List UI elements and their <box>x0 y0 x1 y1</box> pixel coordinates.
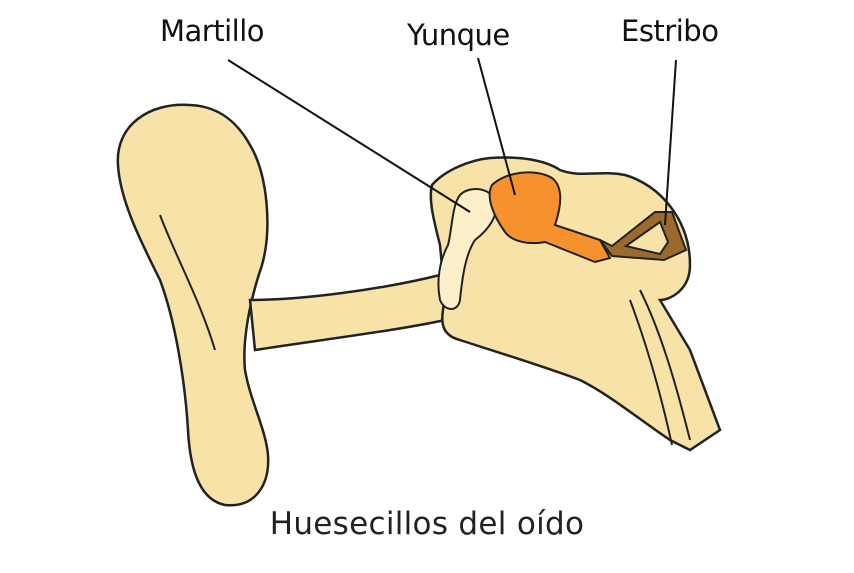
anvil-leader-line <box>477 57 516 196</box>
hammer-leader-line <box>227 59 471 213</box>
inner-canal-line-2 <box>629 299 673 446</box>
label-hammer: Martillo <box>160 14 265 48</box>
anvil-bone <box>488 171 612 264</box>
label-stirrup: Estribo <box>621 14 719 48</box>
pinna-inner-curve <box>159 214 216 351</box>
pinna <box>116 103 270 507</box>
ear-canal <box>248 273 447 352</box>
label-anvil: Yunque <box>407 18 510 52</box>
stirrup-leader-line <box>664 59 677 226</box>
caption: Huesecillos del oído <box>269 506 585 542</box>
inner-canal-line <box>639 289 691 441</box>
